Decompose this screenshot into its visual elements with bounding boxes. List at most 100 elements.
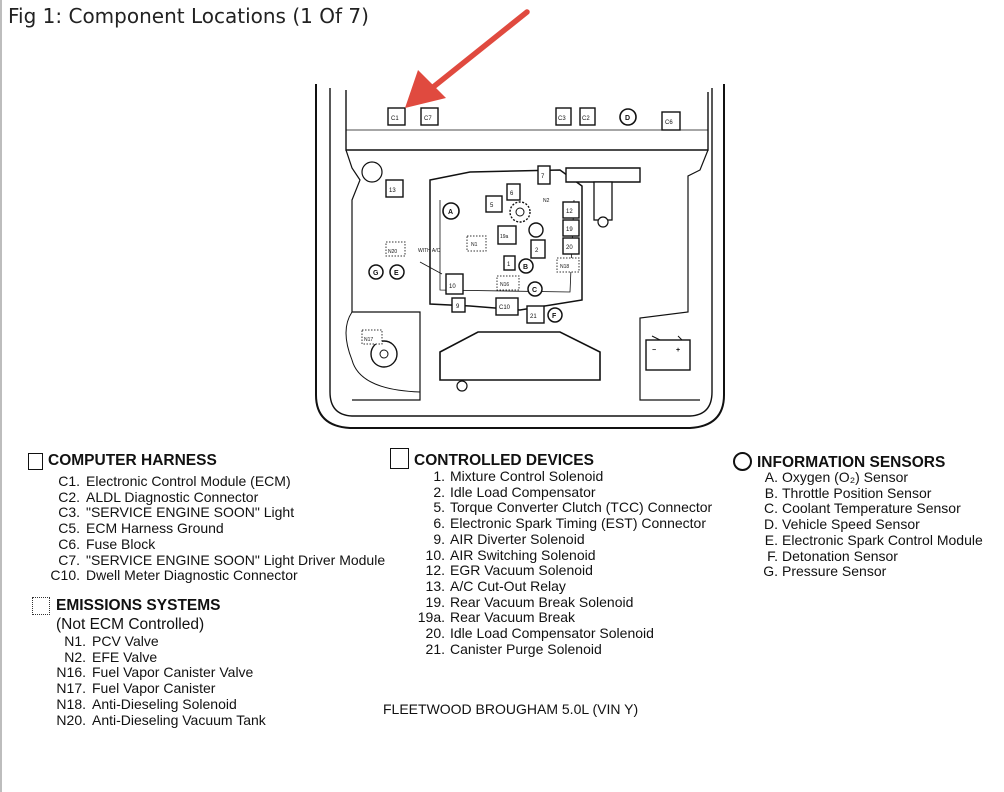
legend-emissions-systems: EMISSIONS SYSTEMS (Not ECM Controlled) N… — [32, 597, 266, 728]
vehicle-inner-outline — [329, 88, 713, 417]
svg-text:13: 13 — [389, 188, 396, 194]
list-item: 10.AIR Switching Solenoid — [425, 546, 596, 563]
list-item: C3."SERVICE ENGINE SOON" Light — [58, 504, 295, 521]
svg-text:19: 19 — [566, 227, 573, 233]
page-left-border — [0, 0, 2, 792]
list-item: N20.Anti-Dieseling Vacuum Tank — [56, 711, 266, 728]
list-item: C7."SERVICE ENGINE SOON" Light Driver Mo… — [58, 551, 386, 568]
svg-text:N2: N2 — [543, 198, 550, 204]
list-emissions-systems: N1.PCV Valve N2.EFE Valve N16.Fuel Vapor… — [32, 633, 266, 728]
list-item: A.Oxygen (O₂) Sensor — [764, 469, 909, 485]
list-item: N17.Fuel Vapor Canister — [56, 680, 216, 697]
label-c1: C1 — [391, 116, 399, 122]
list-item: N18.Anti-Dieseling Solenoid — [56, 695, 237, 712]
list-item: 13.A/C Cut-Out Relay — [425, 577, 566, 594]
list-item: 19a.Rear Vacuum Break — [417, 609, 576, 626]
right-fender — [639, 149, 709, 401]
heading-controlled-devices: CONTROLLED DEVICES — [414, 452, 594, 469]
engine-block — [429, 169, 583, 311]
svg-text:N1: N1 — [471, 242, 478, 248]
left-fender — [345, 149, 421, 401]
list-item: 19.Rear Vacuum Break Solenoid — [425, 593, 634, 610]
list-item: C5.ECM Harness Ground — [58, 520, 224, 537]
list-item: 5.Torque Converter Clutch (TCC) Connecto… — [433, 499, 713, 516]
list-item: F.Detonation Sensor — [767, 547, 898, 564]
circle-symbol-icon — [733, 452, 752, 471]
list-item: C10.Dwell Meter Diagnostic Connector — [50, 567, 298, 584]
vehicle-caption: FLEETWOOD BROUGHAM 5.0L (VIN Y) — [383, 701, 639, 717]
list-item: N16.Fuel Vapor Canister Valve — [56, 664, 254, 681]
figure-title: Fig 1: Component Locations (1 Of 7) — [8, 4, 369, 28]
battery — [645, 339, 691, 371]
list-item: N2.EFE Valve — [64, 648, 158, 665]
svg-text:C10: C10 — [499, 305, 511, 311]
list-item: D.Vehicle Speed Sensor — [764, 516, 920, 533]
svg-text:E: E — [394, 270, 399, 277]
radiator — [439, 331, 601, 381]
heading-information-sensors: INFORMATION SENSORS — [757, 454, 946, 471]
list-item: 1.Mixture Control Solenoid — [433, 468, 604, 484]
svg-text:B: B — [523, 264, 528, 271]
svg-text:N16: N16 — [500, 282, 509, 288]
label-d: D — [625, 115, 630, 122]
list-item: 20.Idle Load Compensator Solenoid — [425, 625, 654, 642]
svg-text:12: 12 — [566, 209, 573, 215]
list-item: 2.Idle Load Compensator — [433, 483, 596, 500]
list-item: C.Coolant Temperature Sensor — [764, 500, 961, 517]
svg-text:N20: N20 — [388, 249, 397, 255]
svg-text:C: C — [532, 287, 537, 294]
svg-text:2: 2 — [535, 248, 539, 254]
svg-text:20: 20 — [566, 245, 573, 251]
legend-information-sensors: INFORMATION SENSORS A.Oxygen (O₂) Sensor… — [733, 451, 983, 580]
svg-text:9: 9 — [456, 304, 460, 310]
svg-text:N17: N17 — [364, 337, 373, 343]
harness-connectors: C1 C7 C3 C2 D C6 — [387, 107, 681, 131]
svg-text:19a: 19a — [500, 234, 509, 240]
label-c6: C6 — [665, 120, 673, 126]
svg-text:G: G — [373, 270, 379, 277]
vehicle-body-outline — [315, 84, 725, 429]
list-computer-harness: C1.Electronic Control Module (ECM) C2.AL… — [28, 473, 386, 584]
svg-text:N18: N18 — [560, 264, 569, 270]
list-controlled-devices: 1.Mixture Control Solenoid 2.Idle Load C… — [390, 468, 713, 657]
svg-text:21: 21 — [530, 314, 537, 320]
list-item: E.Electronic Spark Control Module — [764, 531, 983, 548]
svg-text:5: 5 — [490, 203, 494, 209]
svg-text:A: A — [448, 209, 453, 216]
list-item: G.Pressure Sensor — [763, 563, 887, 580]
list-item: N1.PCV Valve — [64, 633, 159, 649]
list-item: 21.Canister Purge Solenoid — [425, 640, 602, 657]
list-item: C2.ALDL Diagnostic Connector — [58, 488, 259, 505]
label-c3: C3 — [558, 116, 566, 122]
label-c7: C7 — [424, 116, 432, 122]
svg-text:1: 1 — [507, 262, 511, 268]
svg-text:F: F — [552, 313, 557, 320]
dotted-square-symbol-icon — [32, 597, 50, 615]
legend-computer-harness: COMPUTER HARNESS C1.Electronic Control M… — [28, 452, 385, 584]
list-information-sensors: A.Oxygen (O₂) Sensor B.Throttle Position… — [733, 469, 983, 580]
list-item: 9.AIR Diverter Solenoid — [433, 530, 585, 547]
list-item: B.Throttle Position Sensor — [764, 484, 932, 501]
heading-computer-harness: COMPUTER HARNESS — [48, 452, 217, 469]
heading-emissions-systems: EMISSIONS SYSTEMS — [56, 597, 221, 614]
annotation-arrow — [405, 9, 530, 108]
subheading-emissions: (Not ECM Controlled) — [56, 616, 205, 633]
svg-text:6: 6 — [510, 191, 514, 197]
svg-text:10: 10 — [449, 284, 456, 290]
cowl-panel — [345, 90, 709, 151]
center-components: 5 6 N2 19a 1 B 2 N18 C C10 21 F 12 19 20… — [485, 165, 580, 324]
svg-text:−: − — [652, 347, 656, 354]
svg-text:WITH A/C: WITH A/C — [418, 248, 441, 254]
square-symbol-icon — [390, 448, 409, 469]
svg-text:7: 7 — [541, 174, 545, 180]
label-c2: C2 — [582, 116, 590, 122]
list-item: 12.EGR Vacuum Solenoid — [425, 562, 593, 579]
legend-controlled-devices: CONTROLLED DEVICES 1.Mixture Control Sol… — [390, 447, 712, 657]
list-item: C1.Electronic Control Module (ECM) — [58, 473, 291, 489]
svg-text:+: + — [676, 347, 680, 354]
list-item: 6.Electronic Spark Timing (EST) Connecto… — [433, 515, 706, 532]
list-item: C6.Fuse Block — [58, 535, 156, 552]
square-symbol-icon — [28, 452, 43, 470]
left-components: 13 N20 G E WITH A/C A N1 10 9 N17 — [361, 179, 487, 345]
